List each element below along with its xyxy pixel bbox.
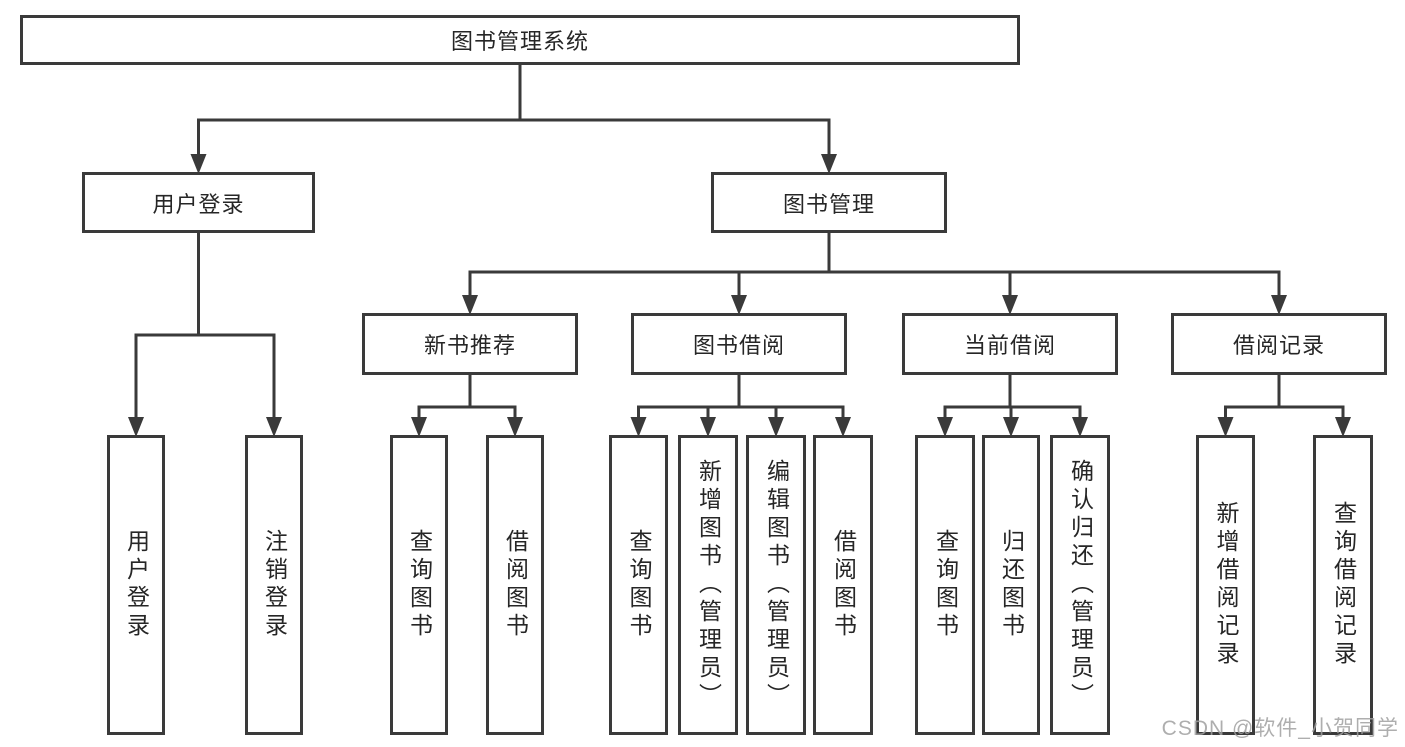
diagram-node-leaf-borrow-book-b: 借阅图书 <box>813 435 873 735</box>
diagram-node-leaf-borrow-book-a: 借阅图书 <box>486 435 544 735</box>
arrowhead-icon <box>630 417 647 437</box>
node-label: 归还图书 <box>998 529 1025 641</box>
node-label: 确认归还（管理员） <box>1067 459 1094 711</box>
diagram-node-leaf-query-book-a: 查询图书 <box>390 435 448 735</box>
arrowhead-icon <box>190 154 207 174</box>
diagram-node-leaf-logout: 注销登录 <box>245 435 303 735</box>
node-label: 查询图书 <box>932 529 959 641</box>
arrowhead-icon <box>1271 295 1287 315</box>
diagram-node-user-login: 用户登录 <box>82 172 315 233</box>
node-label: 新增借阅记录 <box>1213 501 1239 669</box>
arrowhead-icon <box>411 417 427 437</box>
diagram-node-leaf-add-record: 新增借阅记录 <box>1196 435 1255 735</box>
diagram-node-leaf-add-book: 新增图书（管理员） <box>678 435 738 735</box>
diagram-node-leaf-user-login: 用户登录 <box>107 435 165 735</box>
diagram-node-leaf-query-record: 查询借阅记录 <box>1313 435 1373 735</box>
diagram-node-leaf-edit-book: 编辑图书（管理员） <box>746 435 806 735</box>
node-label: 编辑图书（管理员） <box>763 459 790 711</box>
arrowhead-icon <box>1003 417 1019 437</box>
arrowhead-icon <box>821 154 837 174</box>
node-label: 新书推荐 <box>423 333 516 358</box>
diagram-node-leaf-return-book: 归还图书 <box>982 435 1040 735</box>
diagram-node-borrow-record: 借阅记录 <box>1171 313 1387 375</box>
node-label: 图书管理 <box>782 191 875 217</box>
arrowhead-icon <box>937 417 953 437</box>
arrowhead-icon <box>731 295 747 315</box>
node-label: 借阅记录 <box>1232 333 1325 358</box>
node-label: 查询图书 <box>626 529 652 641</box>
node-label: 注销登录 <box>261 529 288 641</box>
diagram-node-book-mgmt: 图书管理 <box>711 172 947 233</box>
diagram-node-root: 图书管理系统 <box>20 15 1020 65</box>
node-label: 图书管理系统 <box>450 29 589 54</box>
diagram-node-leaf-query-book-b: 查询图书 <box>609 435 668 735</box>
diagram-node-leaf-confirm-return: 确认归还（管理员） <box>1050 435 1110 735</box>
node-label: 图书借阅 <box>692 333 785 358</box>
node-label: 借阅图书 <box>830 529 857 641</box>
arrowhead-icon <box>1335 417 1351 437</box>
arrowhead-icon <box>835 417 851 437</box>
arrowhead-icon <box>700 417 716 437</box>
diagram-node-book-borrow: 图书借阅 <box>631 313 847 375</box>
node-label: 用户登录 <box>152 191 245 217</box>
diagram-node-new-book: 新书推荐 <box>362 313 578 375</box>
arrowhead-icon <box>1002 295 1018 315</box>
arrowhead-icon <box>507 417 523 437</box>
node-label: 当前借阅 <box>963 333 1056 358</box>
arrowhead-icon <box>1217 417 1234 437</box>
node-label: 查询图书 <box>406 529 433 641</box>
node-label: 借阅图书 <box>502 529 529 641</box>
diagram-node-current-borrow: 当前借阅 <box>902 313 1118 375</box>
diagram-node-leaf-query-book-c: 查询图书 <box>915 435 975 735</box>
arrowhead-icon <box>768 417 784 437</box>
node-label: 用户登录 <box>123 529 150 641</box>
arrowhead-icon <box>128 417 144 437</box>
arrowhead-icon <box>1072 417 1088 437</box>
arrowhead-icon <box>266 417 282 437</box>
arrowhead-icon <box>462 295 478 315</box>
node-label: 新增图书（管理员） <box>695 459 722 711</box>
watermark: CSDN @软件_小贺同学 <box>1161 717 1399 740</box>
node-label: 查询借阅记录 <box>1330 501 1357 669</box>
